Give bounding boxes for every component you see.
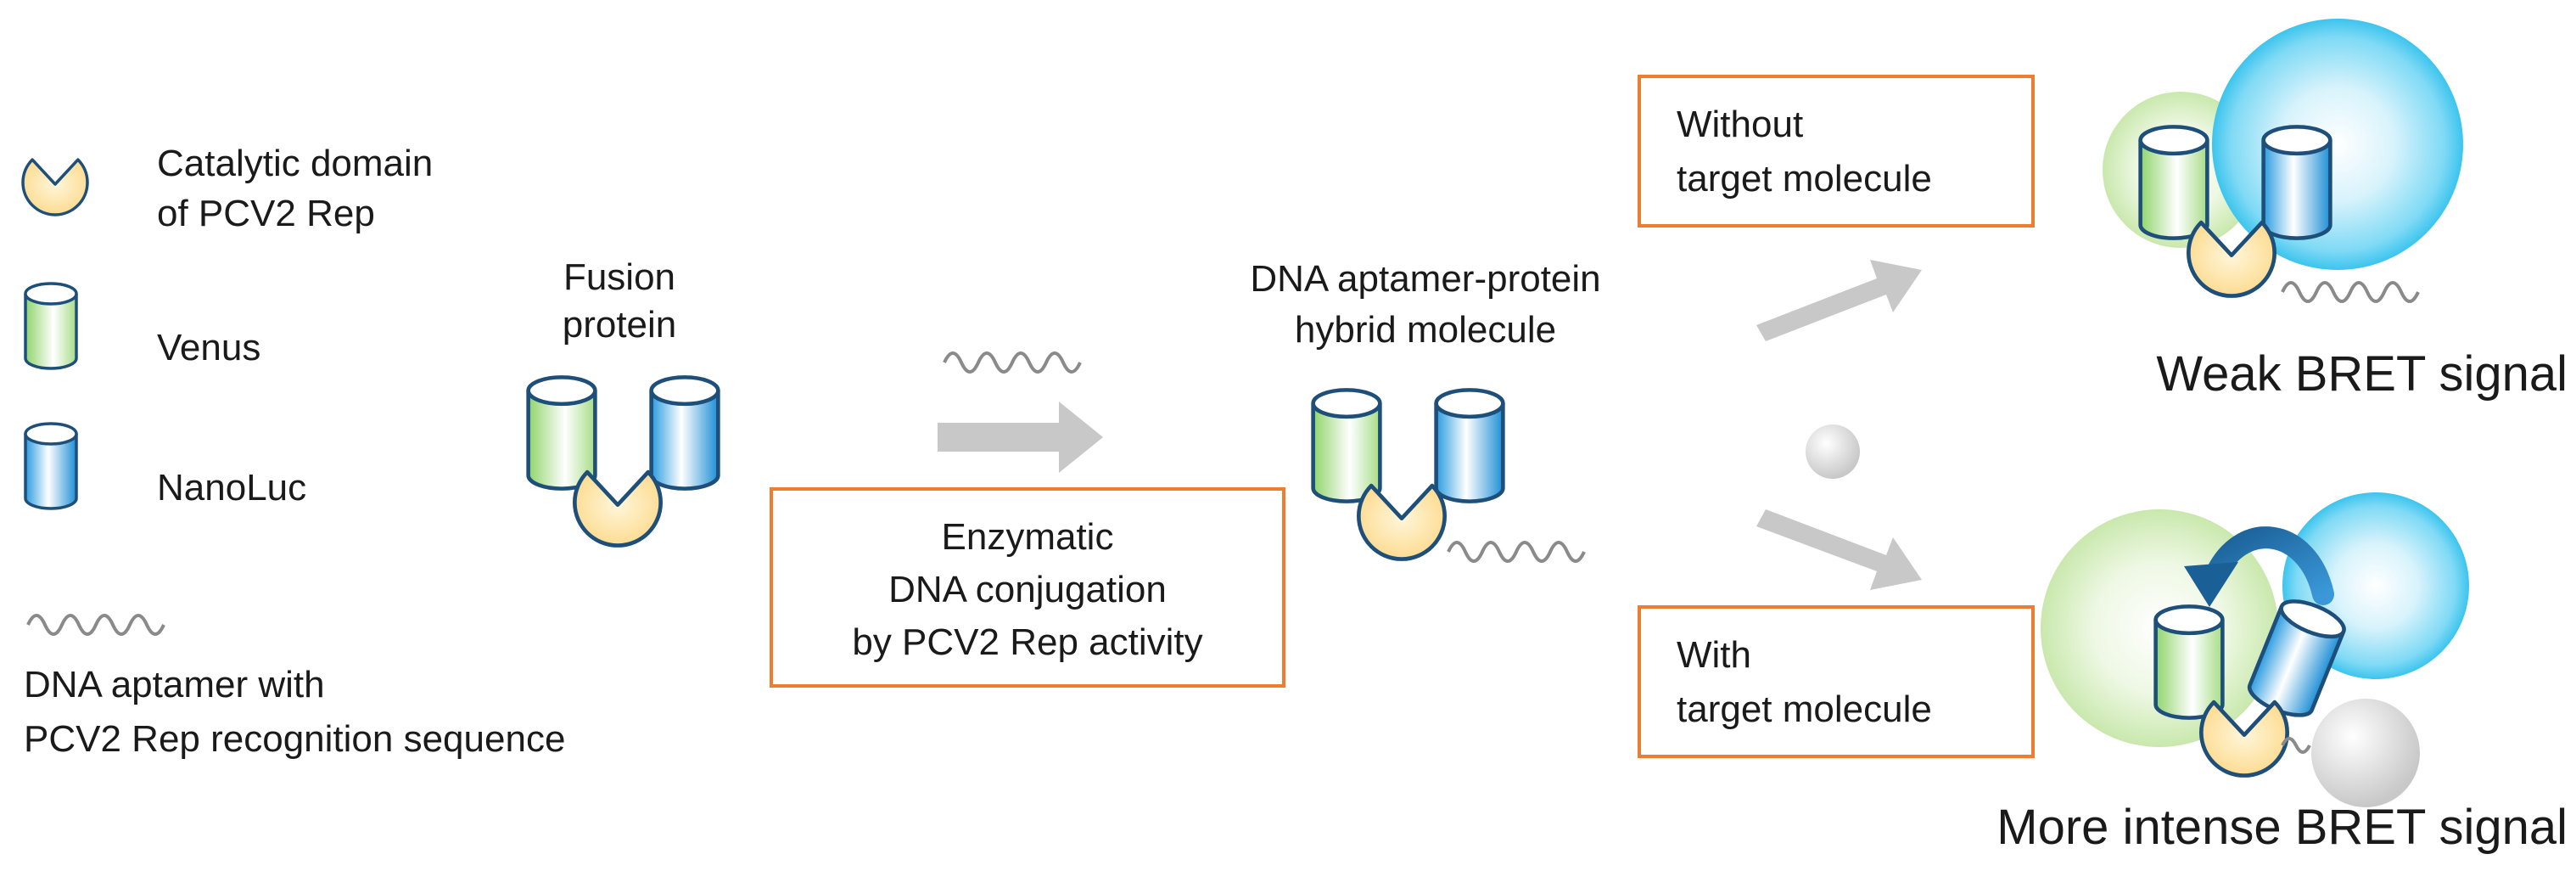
without-target-label-1: Without	[1677, 104, 1804, 145]
weak-bret-illustration	[2103, 19, 2463, 301]
fusion-protein-label-1: Fusion	[563, 256, 676, 298]
conjugation-label-2: DNA conjugation	[888, 569, 1167, 610]
intense-bret-illustration	[2041, 492, 2469, 807]
with-target-box: With target molecule	[1638, 605, 2035, 758]
fusion-protein-illustration	[529, 377, 719, 545]
legend-catalytic-label-2: of PCV2 Rep	[157, 193, 375, 234]
arrow-to-without-target	[1756, 260, 1922, 341]
without-target-label-2: target molecule	[1677, 158, 1932, 199]
legend-aptamer-label-2: PCV2 Rep recognition sequence	[24, 718, 566, 760]
legend-aptamer-label-1: DNA aptamer with	[24, 664, 325, 705]
hybrid-molecule-illustration	[1313, 390, 1584, 561]
legend-catalytic-label-1: Catalytic domain	[157, 143, 434, 184]
weak-bret-label: Weak BRET signal	[2156, 346, 2568, 402]
conjugation-label-3: by PCV2 Rep activity	[852, 621, 1203, 663]
conjugation-label-1: Enzymatic	[941, 516, 1114, 558]
hybrid-molecule-label-1: DNA aptamer-protein	[1250, 258, 1601, 300]
legend-venus-label: Venus	[157, 327, 261, 368]
legend-catalytic-icon	[21, 158, 89, 216]
legend-aptamer-icon	[28, 615, 164, 634]
target-molecule-icon	[1806, 424, 1860, 479]
legend-nanoluc-label: NanoLuc	[157, 467, 307, 509]
legend-venus-icon	[24, 282, 78, 370]
with-target-label-1: With	[1677, 634, 1751, 676]
hybrid-molecule-label-2: hybrid molecule	[1294, 309, 1557, 351]
free-aptamer-icon	[944, 353, 1080, 372]
legend-nanoluc-icon	[24, 422, 78, 510]
fusion-protein-label-2: protein	[562, 304, 677, 346]
process-arrow	[938, 402, 1103, 473]
conjugation-box: Enzymatic DNA conjugation by PCV2 Rep ac…	[770, 487, 1285, 688]
without-target-box: Without target molecule	[1638, 75, 2035, 228]
arrow-to-with-target	[1756, 509, 1922, 590]
intense-bret-label: More intense BRET signal	[1996, 800, 2568, 855]
with-target-label-2: target molecule	[1677, 688, 1932, 730]
